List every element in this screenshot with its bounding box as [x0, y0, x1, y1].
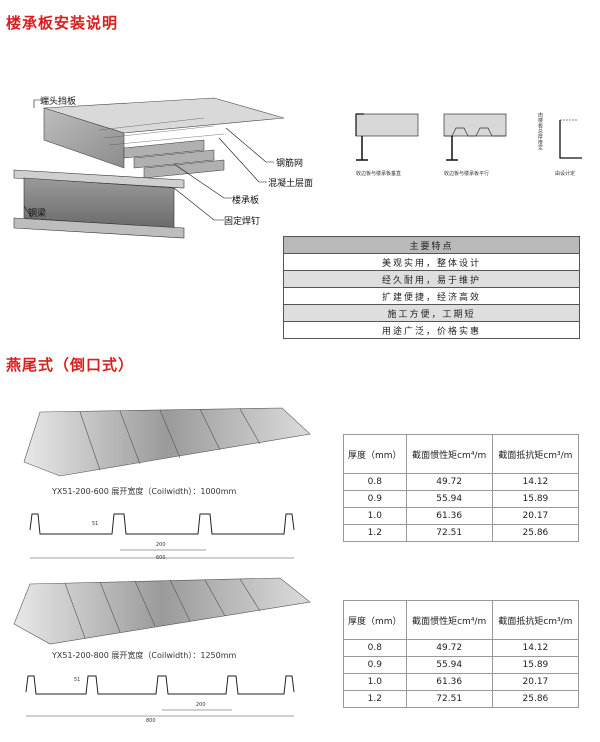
cell: 55.94: [405, 490, 493, 508]
cell: 61.36: [405, 507, 493, 525]
cell: 15.89: [491, 656, 580, 674]
cell: 72.51: [405, 690, 493, 708]
caption-perpendicular: 收边板与楼承板垂直: [356, 171, 402, 177]
col-thickness: 厚度（mm）: [343, 434, 407, 474]
dim-height: 51: [92, 521, 99, 527]
dim-pitch: 200: [156, 542, 166, 548]
detail-parallel-drawing: [443, 113, 507, 161]
detail-perpendicular-drawing: [355, 113, 419, 161]
cell: 61.36: [405, 673, 493, 691]
product-caption: YX51-200-600 展开宽度（Coilwidth）：1000mm: [52, 487, 237, 496]
detail-design-drawing: [559, 119, 582, 159]
dim-pitch: 200: [196, 702, 206, 708]
label-rebar-mesh: 钢筋网: [276, 159, 304, 169]
feature-item: 用途广泛，价格实惠: [283, 321, 580, 339]
cell: 0.9: [343, 490, 407, 508]
label-end-board: 端头挡板: [40, 97, 77, 107]
cell: 15.89: [491, 490, 580, 508]
features-header: 主要特点: [283, 236, 580, 254]
col-modulus: 截面抵抗矩cm³/m: [491, 434, 580, 474]
feature-item: 美观实用，整体设计: [283, 253, 580, 271]
label-concrete-surface: 混凝土层面: [268, 179, 314, 189]
label-weld-nail: 固定焊钉: [224, 217, 261, 227]
cell: 25.86: [491, 690, 580, 708]
deck-sheet-image-2: [13, 577, 311, 645]
feature-item: 经久耐用，易于维护: [283, 270, 580, 288]
cell: 1.2: [343, 524, 407, 542]
cell: 0.8: [343, 639, 407, 657]
caption-parallel: 收边板与楼承板平行: [444, 171, 490, 177]
col-modulus: 截面抵抗矩cm³/m: [491, 600, 580, 640]
dim-width: 800: [146, 718, 156, 724]
dim-width: 600: [156, 555, 166, 561]
cell: 49.72: [405, 473, 493, 491]
cell: 72.51: [405, 524, 493, 542]
cell: 49.72: [405, 639, 493, 657]
cell: 25.86: [491, 524, 580, 542]
cell: 0.9: [343, 656, 407, 674]
col-thickness: 厚度（mm）: [343, 600, 407, 640]
cell: 14.12: [491, 473, 580, 491]
product-caption: YX51-200-800 展开宽度（Coilwidth）：1250mm: [52, 651, 237, 660]
cell: 55.94: [405, 656, 493, 674]
caption-design: 由设计定: [555, 171, 576, 177]
features-table: 主要特点 美观实用，整体设计 经久耐用，易于维护 扩建便捷，经济高效 施工方便，…: [283, 236, 580, 339]
caption-vertical-note: 由楼板总厚度定: [537, 112, 543, 151]
profile-drawing-1: [29, 513, 295, 559]
col-inertia: 截面惯性矩cm⁴/m: [405, 434, 493, 474]
cell: 14.12: [491, 639, 580, 657]
label-beam: 钢梁: [28, 209, 47, 219]
cell: 20.17: [491, 673, 580, 691]
feature-item: 施工方便，工期短: [283, 304, 580, 322]
section-title-install: 楼承板安装说明: [6, 14, 119, 32]
cell: 20.17: [491, 507, 580, 525]
section-title-dovetail: 燕尾式（倒口式）: [6, 356, 135, 374]
profile-drawing-2: [25, 675, 295, 717]
cell: 0.8: [343, 473, 407, 491]
floor-deck-diagram: [13, 97, 285, 239]
cell: 1.2: [343, 690, 407, 708]
col-inertia: 截面惯性矩cm⁴/m: [405, 600, 493, 640]
deck-sheet-image-1: [23, 407, 311, 477]
label-deck: 楼承板: [232, 196, 260, 206]
feature-item: 扩建便捷，经济高效: [283, 287, 580, 305]
cell: 1.0: [343, 673, 407, 691]
cell: 1.0: [343, 507, 407, 525]
dim-height: 51: [74, 677, 81, 683]
